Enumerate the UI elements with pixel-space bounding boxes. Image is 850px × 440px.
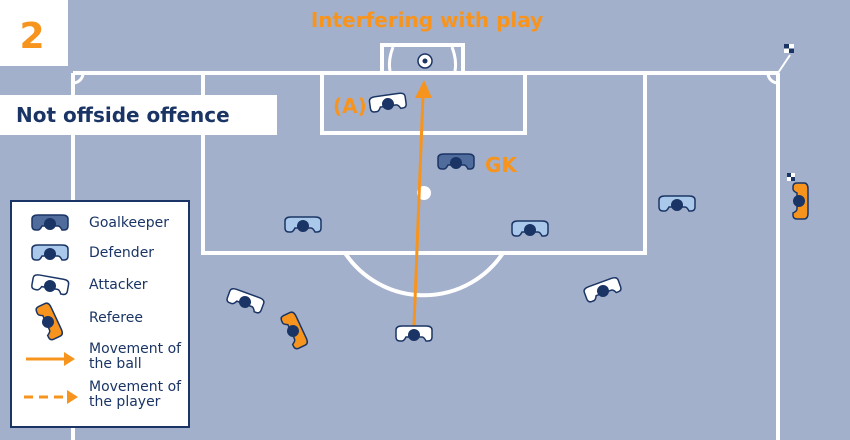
referee [279, 310, 310, 351]
scenario-number: 2 [19, 16, 44, 57]
ball-icon [417, 53, 433, 69]
legend-label-defender: Defender [89, 245, 155, 261]
goalkeeper [437, 153, 475, 170]
defender-icon [31, 244, 69, 261]
legend-label-goalkeeper: Goalkeeper [89, 215, 169, 231]
attacker [395, 325, 433, 342]
solid-arrow-icon [26, 352, 75, 366]
defender [511, 220, 549, 237]
attacker [225, 286, 266, 315]
dashed-arrow-icon [24, 390, 78, 404]
legend-label-ball-movement: Movement of the ball [89, 341, 182, 372]
assistant-referee [792, 182, 809, 220]
legend-label-referee: Referee [89, 310, 143, 326]
legend [10, 200, 190, 428]
attacker-label: (A) [333, 94, 367, 118]
defender [284, 216, 322, 233]
corner-flag-icon [784, 44, 794, 53]
goalkeeper-label: GK [485, 153, 518, 177]
ball-movement-arrow [412, 80, 432, 327]
referee-flag-icon [787, 173, 795, 181]
diagram-title: Interfering with play [311, 8, 543, 32]
goalkeeper-icon [31, 214, 69, 231]
defender [658, 195, 696, 212]
attacker-a [368, 91, 408, 114]
legend-label-attacker: Attacker [89, 277, 148, 293]
legend-label-player-movement: Movement of the player [89, 379, 182, 410]
subtitle: Not offside offence [16, 103, 230, 127]
attacker [582, 275, 623, 304]
